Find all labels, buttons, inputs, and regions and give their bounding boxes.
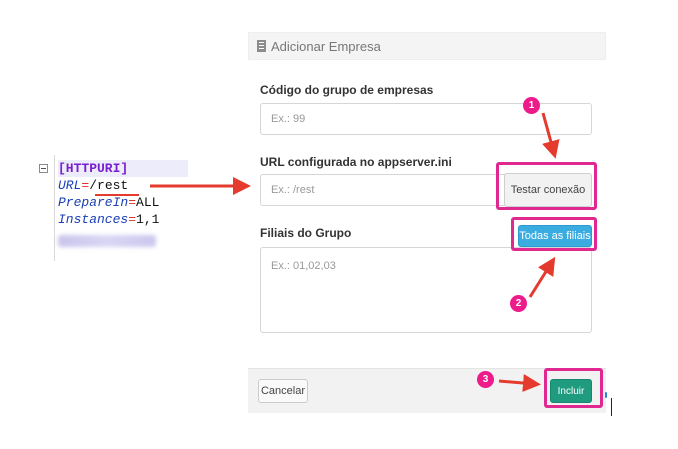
step-badge-2: 2 bbox=[510, 295, 527, 312]
highlight-test-connection bbox=[496, 162, 597, 210]
ini-line-instances: Instances=1,1 bbox=[58, 211, 159, 228]
blurred-line bbox=[58, 235, 156, 247]
ini-equals: = bbox=[81, 178, 90, 193]
group-code-label: Código do grupo de empresas bbox=[260, 83, 434, 97]
text-cursor bbox=[611, 398, 612, 416]
ini-section-line: [HTTPURI] bbox=[58, 160, 188, 177]
ini-key: URL bbox=[58, 178, 82, 193]
step-badge-3: 3 bbox=[477, 371, 494, 388]
ini-line-prepare: PrepareIn=ALL bbox=[58, 194, 159, 211]
focus-tick bbox=[605, 392, 607, 398]
ini-value: ALL bbox=[136, 195, 160, 210]
modal-title: Adicionar Empresa bbox=[271, 38, 381, 54]
ini-equals: = bbox=[128, 195, 137, 210]
editor-gutter bbox=[38, 155, 55, 261]
ini-code-snippet: [HTTPURI] URL=/rest PrepareIn=ALL Instan… bbox=[38, 155, 188, 261]
ini-value: 1,1 bbox=[136, 212, 160, 227]
branches-placeholder: Ex.: 01,02,03 bbox=[271, 260, 336, 272]
ini-equals: = bbox=[128, 212, 137, 227]
ini-key: Instances bbox=[58, 212, 129, 227]
modal-header: Adicionar Empresa bbox=[248, 32, 606, 60]
branches-textarea[interactable]: Ex.: 01,02,03 bbox=[260, 247, 592, 333]
ini-key: PrepareIn bbox=[58, 195, 129, 210]
url-input[interactable]: Ex.: /rest bbox=[260, 174, 508, 206]
url-value-underline bbox=[95, 194, 139, 196]
highlight-all-branches bbox=[511, 217, 597, 251]
test-connection-button[interactable]: Testar conexão bbox=[504, 173, 592, 207]
branches-label: Filiais do Grupo bbox=[260, 226, 352, 240]
group-code-placeholder: Ex.: 99 bbox=[271, 113, 306, 125]
collapse-icon[interactable] bbox=[39, 164, 48, 173]
all-branches-button[interactable]: Todas as filiais bbox=[518, 225, 592, 247]
ini-section-name: [HTTPURI] bbox=[58, 161, 129, 176]
group-code-input[interactable]: Ex.: 99 bbox=[260, 103, 592, 135]
step-badge-1: 1 bbox=[523, 97, 540, 114]
url-label: URL configurada no appserver.ini bbox=[260, 155, 452, 169]
building-icon bbox=[257, 40, 266, 52]
url-placeholder: Ex.: /rest bbox=[271, 184, 315, 196]
cancel-button[interactable]: Cancelar bbox=[258, 379, 308, 403]
include-button[interactable]: Incluir bbox=[550, 379, 592, 403]
ini-value: /rest bbox=[89, 178, 129, 193]
ini-line-url: URL=/rest bbox=[58, 177, 128, 194]
highlight-include bbox=[544, 368, 603, 408]
